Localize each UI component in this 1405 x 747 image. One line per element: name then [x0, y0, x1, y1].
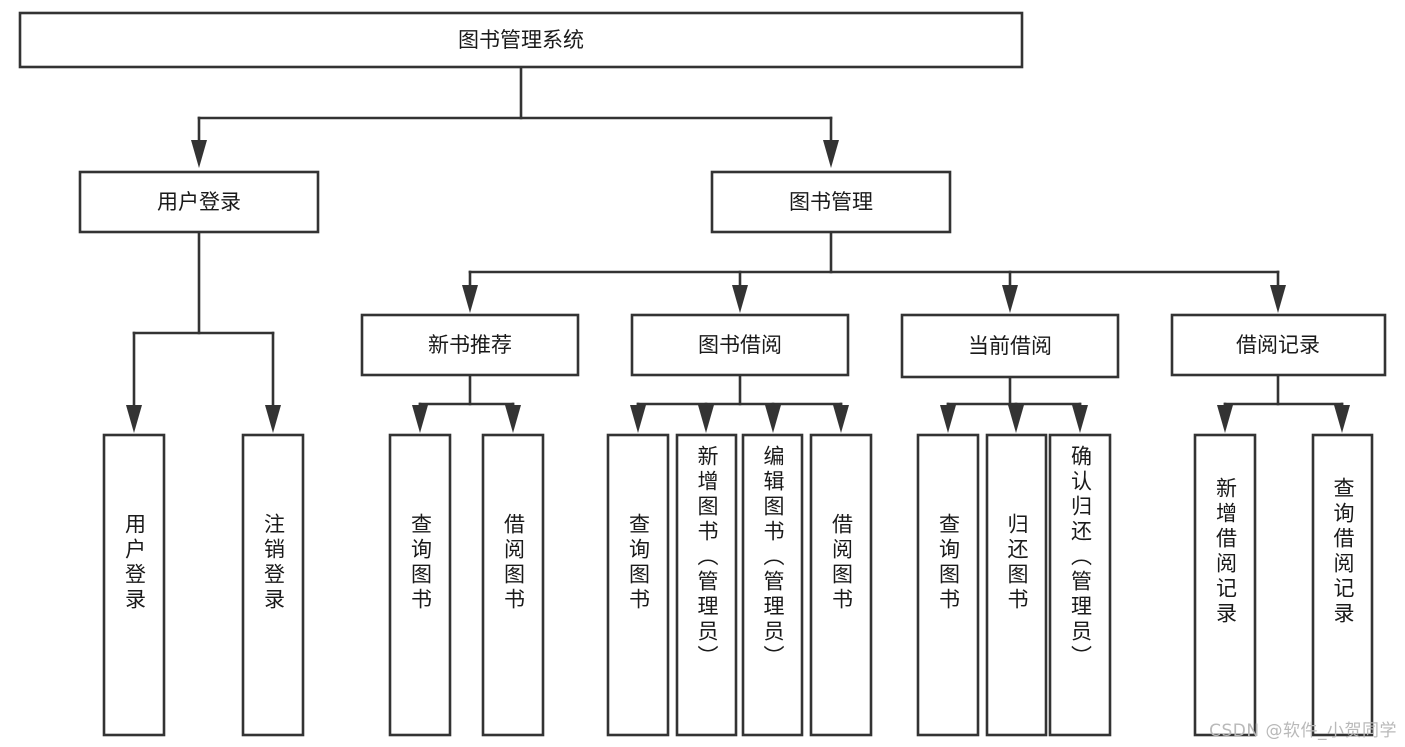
- node-label-root: 图书管理系统: [458, 28, 584, 52]
- node-box-borrow-record[interactable]: [1170, 313, 1387, 377]
- arrow-head-icon: [412, 405, 428, 433]
- leaf-box-borrow-book-2[interactable]: [809, 433, 873, 737]
- arrow-head-icon: [1270, 285, 1286, 313]
- node-current-borrow[interactable]: 当前借阅: [900, 313, 1120, 379]
- node-user-login[interactable]: 用户登录: [78, 170, 320, 234]
- arrow-head-icon: [765, 405, 781, 433]
- node-new-book-rec[interactable]: 新书推荐: [360, 313, 580, 377]
- leaf-box-edit-book-admin[interactable]: [741, 433, 804, 737]
- node-label-current-borrow: 当前借阅: [968, 334, 1052, 358]
- arrow-head-icon: [823, 140, 839, 168]
- arrow-head-icon: [462, 285, 478, 313]
- leaf-box-query-book-3[interactable]: [916, 433, 980, 737]
- arrow-head-icon: [505, 405, 521, 433]
- node-book-borrow[interactable]: 图书借阅: [630, 313, 850, 377]
- arrow-head-icon: [1008, 405, 1024, 433]
- arrow-head-icon: [126, 405, 142, 433]
- leaf-box-query-book-2[interactable]: [606, 433, 670, 737]
- node-book-mgmt[interactable]: 图书管理: [710, 170, 952, 234]
- edge-group-book-borrow: [630, 373, 849, 433]
- leaf-box-logout[interactable]: [241, 433, 305, 737]
- edge-group-root: [191, 65, 839, 168]
- leaf-box-return-book[interactable]: [985, 433, 1048, 737]
- node-box-user-login[interactable]: [78, 170, 320, 234]
- leaf-box-query-record[interactable]: [1311, 433, 1374, 737]
- node-label-book-borrow: 图书借阅: [698, 333, 782, 357]
- edge-group-new-book-rec: [412, 373, 521, 433]
- node-box-new-book-rec[interactable]: [360, 313, 580, 377]
- node-box-root[interactable]: [18, 11, 1024, 69]
- arrow-head-icon: [1217, 405, 1233, 433]
- leaf-box-query-book-1[interactable]: [388, 433, 452, 737]
- node-box-book-mgmt[interactable]: [710, 170, 952, 234]
- edge-group-user-login: [126, 230, 281, 433]
- node-label-new-book-rec: 新书推荐: [428, 333, 512, 357]
- arrow-head-icon: [698, 405, 714, 433]
- arrow-head-icon: [940, 405, 956, 433]
- arrow-head-icon: [833, 405, 849, 433]
- node-label-borrow-record: 借阅记录: [1236, 333, 1320, 357]
- node-box-current-borrow[interactable]: [900, 313, 1120, 379]
- arrow-head-icon: [732, 285, 748, 313]
- node-label-book-mgmt: 图书管理: [789, 190, 873, 214]
- leaf-box-confirm-return[interactable]: [1048, 433, 1112, 737]
- edge-group-borrow-record: [1217, 373, 1350, 433]
- arrow-head-icon: [1072, 405, 1088, 433]
- node-root[interactable]: 图书管理系统: [18, 11, 1024, 69]
- edge-group-book-mgmt: [462, 230, 1286, 313]
- arrow-head-icon: [1002, 285, 1018, 313]
- node-box-book-borrow[interactable]: [630, 313, 850, 377]
- leaf-box-borrow-book-1[interactable]: [481, 433, 545, 737]
- arrow-head-icon: [630, 405, 646, 433]
- leaf-box-add-record[interactable]: [1193, 433, 1257, 737]
- leaf-box-add-book-admin[interactable]: [675, 433, 738, 737]
- arrow-head-icon: [191, 140, 207, 168]
- edge-group-current-borrow: [940, 375, 1088, 433]
- leaf-box-user-login[interactable]: [102, 433, 166, 737]
- arrow-head-icon: [265, 405, 281, 433]
- node-label-user-login: 用户登录: [157, 190, 241, 214]
- node-borrow-record[interactable]: 借阅记录: [1170, 313, 1387, 377]
- arrow-head-icon: [1334, 405, 1350, 433]
